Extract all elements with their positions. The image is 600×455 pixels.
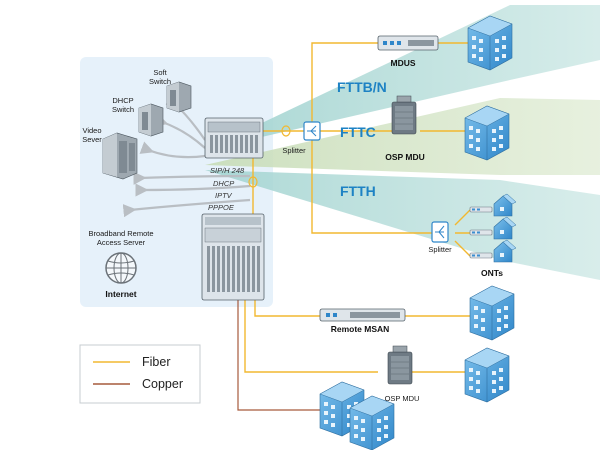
copper-lines (237, 300, 320, 411)
building-icon (467, 15, 513, 71)
legend-fiber-label: Fiber (142, 355, 170, 369)
legend-copper-label: Copper (142, 377, 183, 391)
osp-mdu-top-label: OSP MDU (385, 152, 425, 162)
video-server-label-2: Sever (82, 135, 102, 144)
protocol-label: IPTV (215, 191, 233, 200)
splitter-ont-label: Splitter (428, 245, 452, 254)
dhcp-switch-label-2: Switch (112, 105, 134, 114)
fiber-lines (244, 42, 471, 373)
splitter-main-label: Splitter (282, 146, 306, 155)
ont-house-icon (469, 252, 493, 259)
splitter-icon (431, 221, 449, 243)
olt-chassis-icon (204, 117, 264, 159)
ont-house-icon (469, 206, 493, 213)
ont-house-icon (469, 229, 493, 236)
soft-switch-label-2: Switch (149, 77, 171, 86)
protocol-label: SIP/H 248 (210, 166, 245, 175)
building-icon (464, 347, 510, 403)
remote-msan-label: Remote MSAN (331, 324, 390, 334)
video-server-icon (102, 132, 138, 180)
bras-label-2: Access Server (97, 238, 146, 247)
video-server-label: Video (82, 126, 101, 135)
protocol-label: DHCP (213, 179, 234, 188)
cabinet-icon (387, 345, 413, 385)
fiber-coil-icon (281, 125, 291, 137)
fttb-label: FTTB/N (337, 79, 387, 95)
msan-chassis-icon (201, 213, 265, 301)
soft-switch-icon (166, 81, 192, 113)
internet-label: Internet (105, 289, 136, 299)
rack-device-icon (319, 308, 406, 322)
building-icon (469, 285, 515, 341)
dhcp-switch-label: DHCP (112, 96, 133, 105)
rack-device-icon (377, 35, 439, 51)
legend: Fiber Copper (79, 344, 201, 404)
soft-switch-label: Soft (153, 68, 167, 77)
protocol-label: PPPOE (208, 203, 235, 212)
fiber-coil-icon (248, 176, 258, 188)
building-icon (464, 105, 510, 161)
legend-box (79, 344, 201, 404)
mdus-label: MDUS (390, 58, 415, 68)
globe-icon (105, 252, 137, 284)
onts-label: ONTs (481, 268, 503, 278)
building-icon (349, 395, 395, 451)
ftth-label: FTTH (340, 183, 376, 199)
dhcp-switch-icon (138, 103, 164, 137)
splitter-icon (303, 121, 321, 141)
fttc-label: FTTC (340, 124, 376, 140)
bras-label: Broadband Remote (88, 229, 153, 238)
osp-mdu-bottom-label: OSP MDU (385, 394, 420, 403)
